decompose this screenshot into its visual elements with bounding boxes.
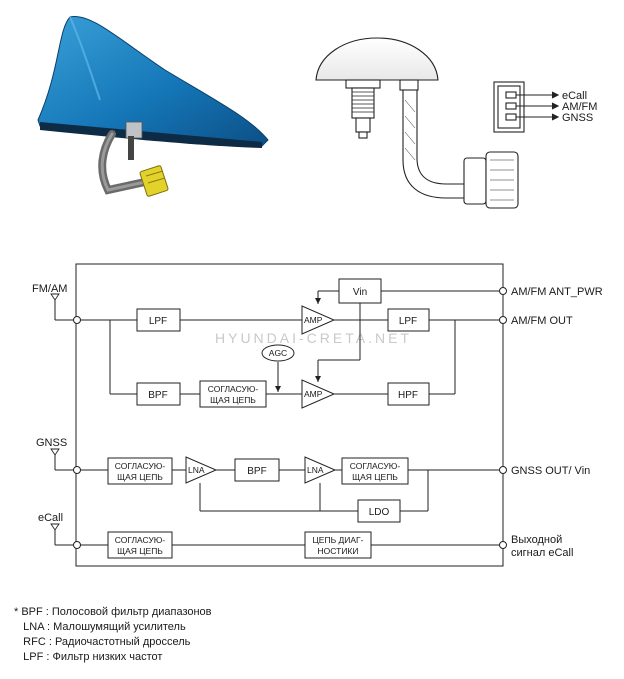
output-label-amfm-out: AM/FM OUT — [511, 315, 573, 327]
connector-label-ecall: eCall — [562, 90, 587, 102]
output-label-ecall-1: Выходной — [511, 534, 562, 546]
hpf-box — [387, 382, 430, 406]
matching-gnss-out-label-1: СОГЛАСУЮ- — [350, 461, 401, 471]
connector-label-gnss: GNSS — [562, 112, 593, 124]
lpf-right-box — [387, 308, 430, 332]
legend-line: RFC : Радиочастотный дроссель — [14, 636, 191, 648]
bpf-am-box — [136, 382, 181, 406]
lpf-right-label: LPF — [399, 316, 417, 327]
block-diagram: HYUNDAI-CRETA.NET — [32, 263, 603, 567]
ldo-label: LDO — [369, 507, 390, 518]
antenna-line-drawing — [315, 37, 560, 209]
output-label-gnss-out: GNSS OUT/ Vin — [511, 465, 590, 477]
connector-label-amfm: AM/FM — [562, 101, 597, 113]
watermark: HYUNDAI-CRETA.NET — [215, 330, 412, 346]
bpf-gnss-label: BPF — [247, 466, 266, 477]
matching-gnss-label-2: ЩАЯ ЦЕПЬ — [117, 472, 163, 482]
bpf-am-label: BPF — [148, 390, 167, 401]
amp-top-triangle — [301, 305, 336, 335]
legend-line: * BPF : Полосовой фильтр диапазонов — [14, 606, 212, 618]
lna-2-label: LNA — [307, 465, 324, 475]
lpf-left-label: LPF — [149, 316, 167, 327]
diagnostics-label-2: НОСТИКИ — [318, 546, 359, 556]
vin-label: Vin — [353, 287, 367, 298]
amp-bottom-label: AMP — [304, 389, 323, 399]
matching-am-label-2: ЩАЯ ЦЕПЬ — [210, 395, 256, 405]
hpf-label: HPF — [398, 390, 418, 401]
diagnostics-label-1: ЦЕПЬ ДИАГ- — [313, 535, 364, 545]
matching-ecall-label-1: СОГЛАСУЮ- — [115, 535, 166, 545]
vin-box — [338, 278, 382, 304]
matching-am-label-1: СОГЛАСУЮ- — [208, 384, 259, 394]
matching-ecall-label-2: ЩАЯ ЦЕПЬ — [117, 546, 163, 556]
matching-gnss-label-1: СОГЛАСУЮ- — [115, 461, 166, 471]
input-label-fmam: FM/AM — [32, 283, 67, 295]
matching-gnss-out-label-2: ЩАЯ ЦЕПЬ — [352, 472, 398, 482]
matching-gnss-box — [107, 457, 173, 485]
agc-label: AGC — [269, 348, 287, 358]
lpf-left-box — [136, 308, 181, 332]
legend-line: LPF : Фильтр низких частот — [14, 651, 163, 663]
amp-top-label: AMP — [304, 315, 323, 325]
abbreviation-legend: * BPF : Полосовой фильтр диапазонов LNA … — [14, 605, 212, 665]
matching-gnss-out-box — [341, 457, 409, 485]
matching-am-box — [199, 380, 267, 408]
shark-fin-antenna-image — [37, 15, 269, 197]
output-label-amfm-ant-pwr: AM/FM ANT_PWR — [511, 286, 603, 298]
input-label-ecall: eCall — [38, 512, 63, 524]
lna-1-label: LNA — [188, 465, 205, 475]
lna-1-triangle — [185, 456, 218, 484]
lna-2-triangle — [304, 456, 337, 484]
matching-ecall-box — [107, 531, 173, 559]
bpf-gnss-box — [234, 458, 280, 482]
ldo-box — [357, 499, 401, 523]
legend-line: LNA : Малошумящий усилитель — [14, 621, 186, 633]
amp-bottom-triangle — [301, 379, 336, 409]
diagnostics-box — [304, 531, 372, 559]
output-label-ecall-2: сигнал eCall — [511, 547, 573, 559]
agc-oval — [261, 344, 295, 362]
input-label-gnss: GNSS — [36, 437, 67, 449]
